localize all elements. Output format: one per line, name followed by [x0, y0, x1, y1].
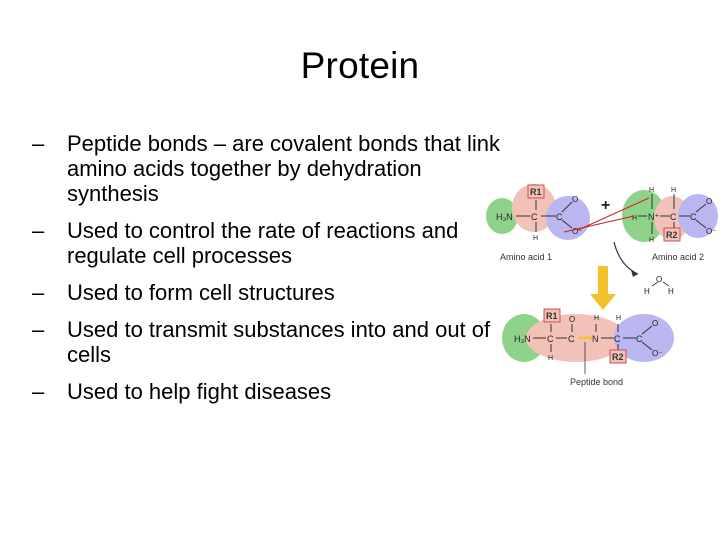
svg-text:C: C [614, 334, 621, 344]
bullet-dash: – [32, 131, 45, 156]
svg-text:H: H [632, 215, 637, 222]
svg-text:C: C [636, 334, 643, 344]
bullet-item: –Used to form cell structures [32, 280, 502, 305]
bullet-list: –Peptide bonds – are covalent bonds that… [32, 131, 502, 416]
bullet-dash: – [32, 379, 45, 404]
svg-text:O: O [569, 315, 575, 324]
svg-text:H: H [649, 187, 654, 194]
amino-acid-1-label: Amino acid 1 [500, 252, 552, 262]
peptide-bond-diagram: H₃N C H R1 C O O⁻ + H H N⁺ H [484, 178, 720, 398]
svg-text:H: H [649, 237, 654, 244]
svg-text:O: O [706, 197, 712, 206]
bullet-item: –Used to help fight diseases [32, 379, 502, 404]
svg-text:O⁻: O⁻ [706, 227, 716, 236]
peptide-bond-svg: H₃N C H R1 C O O⁻ + H H N⁺ H [486, 184, 718, 387]
dipeptide: H₃N C R1 H C O N H C H R2 C O [502, 308, 674, 374]
svg-text:O: O [652, 319, 658, 328]
svg-text:O⁻: O⁻ [652, 349, 662, 358]
svg-text:C: C [556, 212, 563, 222]
svg-text:N⁺: N⁺ [648, 212, 659, 222]
r2-label: R2 [666, 230, 678, 240]
svg-text:H₃N: H₃N [514, 334, 531, 344]
water-h1: H [644, 287, 650, 296]
plus-sign: + [601, 197, 610, 214]
bullet-dash: – [32, 218, 45, 243]
bullet-text: Peptide bonds – are covalent bonds that … [67, 131, 500, 206]
slide-title: Protein [300, 45, 420, 86]
bullet-text: Used to control the rate of reactions an… [67, 218, 459, 268]
bullet-item: –Used to control the rate of reactions a… [32, 218, 502, 268]
svg-text:R1: R1 [546, 311, 558, 321]
amino-acid-2-label: Amino acid 2 [652, 252, 704, 262]
svg-text:H: H [548, 355, 553, 362]
bullet-item: –Peptide bonds – are covalent bonds that… [32, 131, 502, 206]
bullet-dash: – [32, 317, 45, 342]
svg-text:H: H [616, 315, 621, 322]
carboxyl-group-blob [614, 314, 674, 362]
svg-text:H: H [671, 187, 676, 194]
peptide-bond-label: Peptide bond [570, 377, 623, 387]
carboxyl-group-2-blob [678, 194, 718, 238]
svg-text:C: C [568, 334, 575, 344]
svg-text:N: N [592, 334, 599, 344]
carboxyl-group-1-blob [546, 196, 590, 240]
bullet-dash: – [32, 280, 45, 305]
svg-text:H: H [594, 315, 599, 322]
r1-label: R1 [530, 187, 542, 197]
bullet-text: Used to help fight diseases [67, 379, 332, 404]
svg-text:C: C [531, 212, 538, 222]
bullet-item: –Used to transmit substances into and ou… [32, 317, 502, 367]
amine-group-1-blob [486, 198, 518, 234]
amino-acid-2: H H N⁺ H C H R2 C O O⁻ [622, 187, 718, 244]
svg-text:R2: R2 [612, 352, 624, 362]
amino-acid-1: H₃N C H R1 C O O⁻ [486, 184, 590, 242]
svg-text:C: C [670, 212, 677, 222]
curved-arrow-icon [613, 241, 639, 275]
bullet-text: Used to form cell structures [67, 280, 335, 305]
water-h2: H [668, 287, 674, 296]
svg-text:C: C [547, 334, 554, 344]
svg-text:O⁻: O⁻ [572, 227, 582, 236]
svg-text:O: O [572, 195, 578, 204]
svg-text:C: C [690, 212, 697, 222]
side-chain-1-blob [512, 184, 556, 232]
svg-text:H₃N: H₃N [496, 212, 513, 222]
svg-text:H: H [533, 235, 538, 242]
water-o: O [656, 275, 662, 284]
down-arrow-icon [590, 266, 616, 310]
bullet-text: Used to transmit substances into and out… [67, 317, 491, 367]
